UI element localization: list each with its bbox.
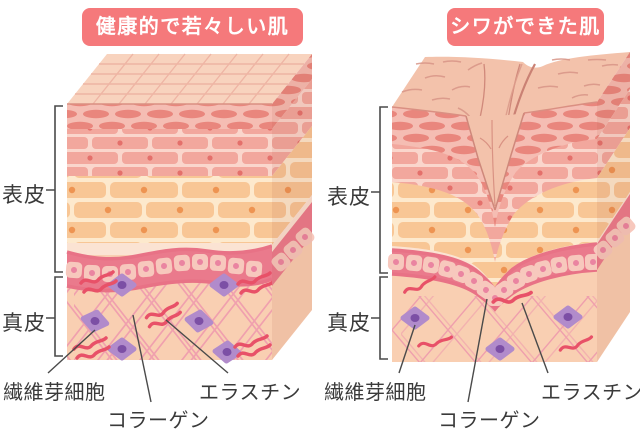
healthy-skin-title: 健康的で若々しい肌 [82, 8, 303, 46]
fibroblast-label-right: 繊維芽細胞 [324, 382, 427, 404]
epidermis-bracket-left [46, 105, 63, 273]
wrinkled-skin-title: シワができた肌 [447, 8, 604, 46]
dermis-label-left: 真皮 [2, 312, 46, 335]
elastin-label-right: エラスチン [541, 382, 640, 404]
healthy-skin-block [65, 53, 317, 362]
healthy-skin-surface [67, 53, 312, 105]
epidermis-label-right: 表皮 [327, 186, 371, 209]
layer-brackets [46, 105, 388, 360]
wrinkled-basal-layer [387, 242, 602, 312]
dermis-label-right: 真皮 [327, 312, 371, 335]
healthy-side-face [269, 54, 317, 360]
epidermis-label-left: 表皮 [2, 184, 46, 207]
elastin-label-left: エラスチン [199, 382, 302, 404]
collagen-label-right: コラーゲン [438, 410, 541, 432]
collagen-pointer-right [467, 298, 488, 403]
collagen-pointer-left [132, 314, 152, 403]
fibroblast-pointer-left [47, 329, 96, 374]
fibroblast-label-left: 繊維芽細胞 [3, 382, 106, 404]
elastin-pointer-left [165, 319, 229, 374]
wrinkle-fold [465, 112, 525, 211]
fibroblast-pointer-right [398, 324, 416, 374]
dermis-bracket-right [371, 276, 388, 360]
elastin-pointer-right [521, 302, 549, 374]
dermis-bracket-left [46, 276, 63, 357]
wrinkled-skin-block [387, 52, 638, 362]
healthy-epidermis-layer [67, 103, 272, 256]
annotation-pointer-lines [47, 298, 549, 403]
wrinkled-side-face [591, 52, 638, 362]
collagen-label-left: コラーゲン [107, 410, 210, 432]
epidermis-bracket-right [371, 106, 388, 274]
